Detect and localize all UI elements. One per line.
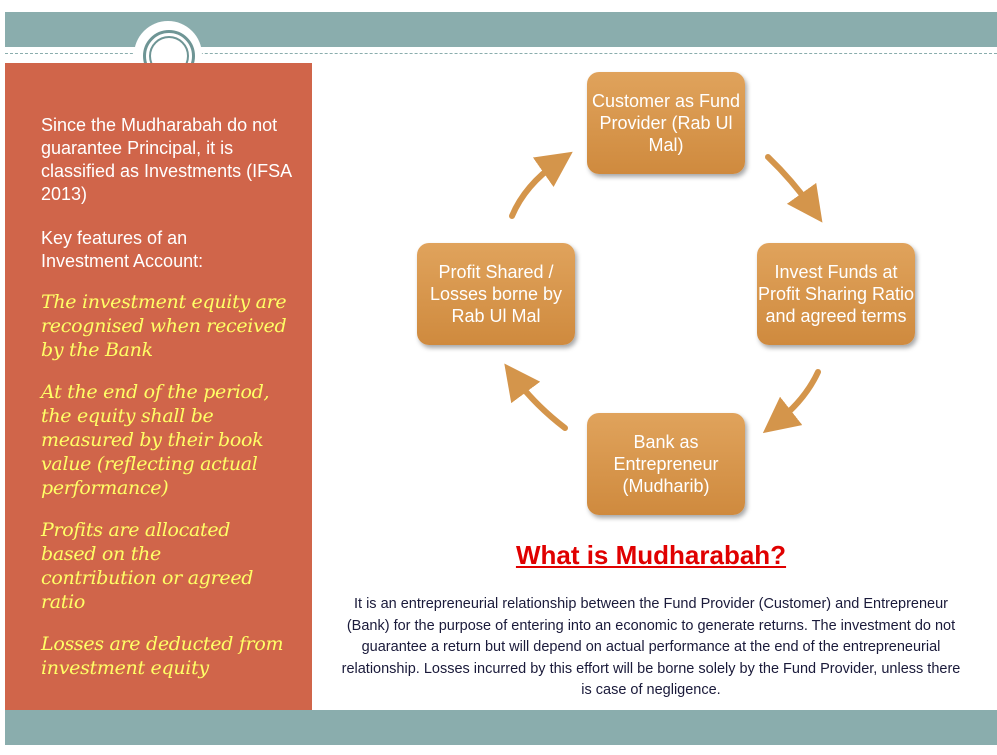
- feature-item: The investment equity are recognised whe…: [41, 291, 287, 361]
- cycle-box-profit-shared: Profit Shared / Losses borne by Rab Ul M…: [417, 243, 575, 345]
- arrow-left-to-top: [509, 151, 573, 219]
- cycle-box-fund-provider: Customer as Fund Provider (Rab Ul Mal): [587, 72, 745, 174]
- left-panel: [5, 63, 312, 710]
- divider: [5, 53, 997, 54]
- feature-item: At the end of the period, the equity sha…: [41, 381, 270, 499]
- cycle-box-invest-funds: Invest Funds at Profit Sharing Ratio and…: [757, 243, 915, 345]
- intro-text: Since the Mudharabah do not guarantee Pr…: [41, 115, 292, 204]
- arrow-top-to-right: [765, 154, 823, 223]
- cycle-box-entrepreneur: Bank as Entrepreneur (Mudharib): [587, 413, 745, 515]
- arrow-bottom-to-left: [504, 363, 568, 431]
- definition-text: It is an entrepreneurial relationship be…: [341, 596, 961, 698]
- feature-item: Profits are allocated based on the contr…: [41, 519, 254, 613]
- features-heading: Key features of an Investment Account:: [41, 228, 204, 271]
- definition-title: What is Mudharabah?: [515, 540, 787, 570]
- arrow-right-to-bottom: [762, 369, 821, 434]
- footer-band: [5, 710, 997, 745]
- feature-item: Losses are deducted from investment equi…: [41, 633, 284, 679]
